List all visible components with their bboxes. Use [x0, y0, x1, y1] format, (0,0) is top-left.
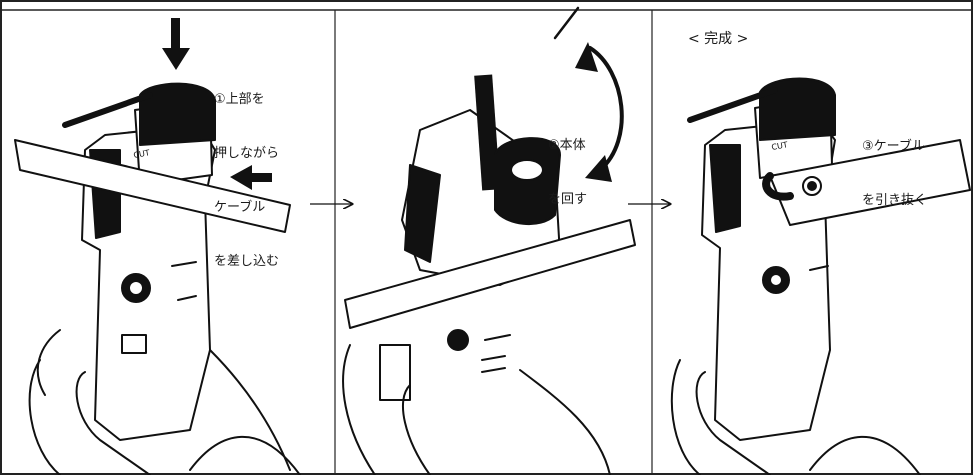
- cut-label-3: CUT: [771, 140, 789, 152]
- step-1-line-2: 押しながら: [214, 146, 280, 161]
- step-1-label: ①上部を 押しながら ケーブル を差し込む: [214, 55, 279, 307]
- down-arrow-icon: [162, 18, 190, 70]
- panel-1-illustration: [14, 18, 301, 475]
- panel-3-illustration: [670, 77, 971, 475]
- complete-header: < 完成 >: [688, 31, 749, 47]
- step-1-line-4: を差し込む: [214, 254, 280, 269]
- step-1-line-3: ケーブル: [214, 200, 266, 215]
- step-3-line-2: を引き抜く: [862, 193, 928, 208]
- step-3-line-1: ③ケーブル: [862, 139, 925, 154]
- rotate-arrow-icon: [575, 42, 624, 182]
- left-arrow-icon: [230, 165, 272, 190]
- cut-label-1: CUT: [133, 148, 151, 160]
- step-3-label: ③ケーブル を引き抜く: [862, 102, 927, 246]
- step-2-line-1: ②本体: [548, 138, 586, 153]
- step-2-line-2: を回す: [548, 192, 588, 207]
- step-2-label: ②本体 を回す: [548, 101, 587, 245]
- panel-2-illustration: [342, 6, 636, 475]
- step-1-line-1: ①上部を: [214, 92, 265, 107]
